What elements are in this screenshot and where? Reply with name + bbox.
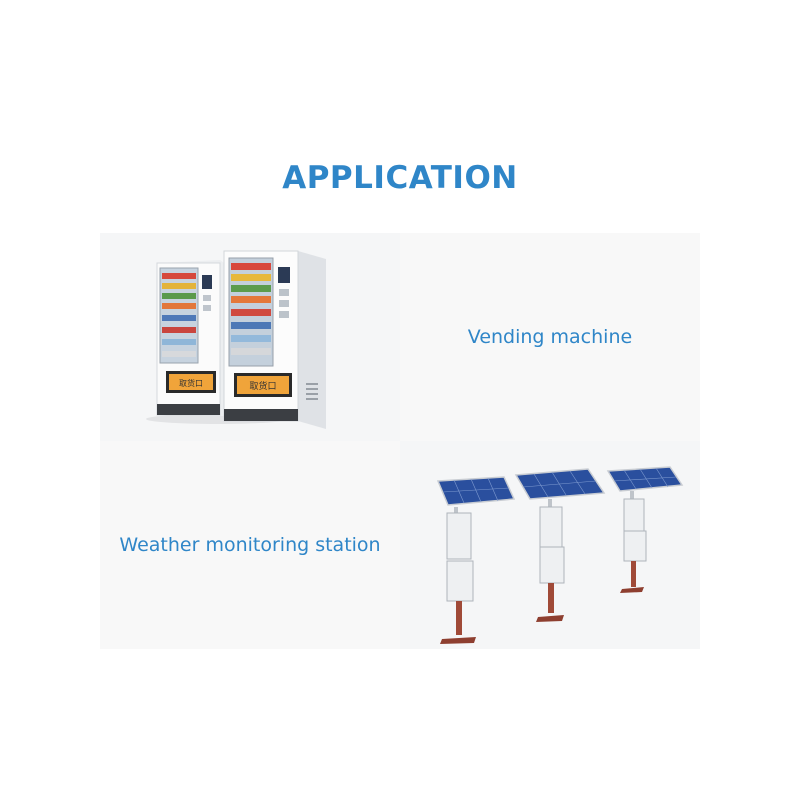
vending-machine-label-cell: Vending machine — [400, 233, 700, 441]
vending-machine-left: 取货口 — [156, 260, 224, 416]
vending-slot-label-left: 取货口 — [179, 378, 203, 388]
vending-machine-label: Vending machine — [467, 326, 633, 348]
vending-machine-right: 取货口 — [223, 250, 326, 429]
vending-machine-image-cell: 取货口 — [100, 233, 400, 441]
weather-station-2 — [514, 468, 606, 622]
weather-station-image-cell — [400, 441, 700, 649]
vending-slot-label-right: 取货口 — [249, 380, 276, 392]
weather-station-label: Weather monitoring station — [119, 534, 381, 556]
weather-station-1 — [436, 476, 516, 644]
vending-machines-photo: 取货口 — [146, 250, 326, 429]
application-grid: 取货口 — [100, 233, 700, 649]
weather-station-3 — [606, 466, 684, 593]
page-title: APPLICATION — [282, 160, 518, 196]
weather-station-label-cell: Weather monitoring station — [100, 441, 400, 649]
solar-weather-stations-photo — [436, 466, 684, 644]
